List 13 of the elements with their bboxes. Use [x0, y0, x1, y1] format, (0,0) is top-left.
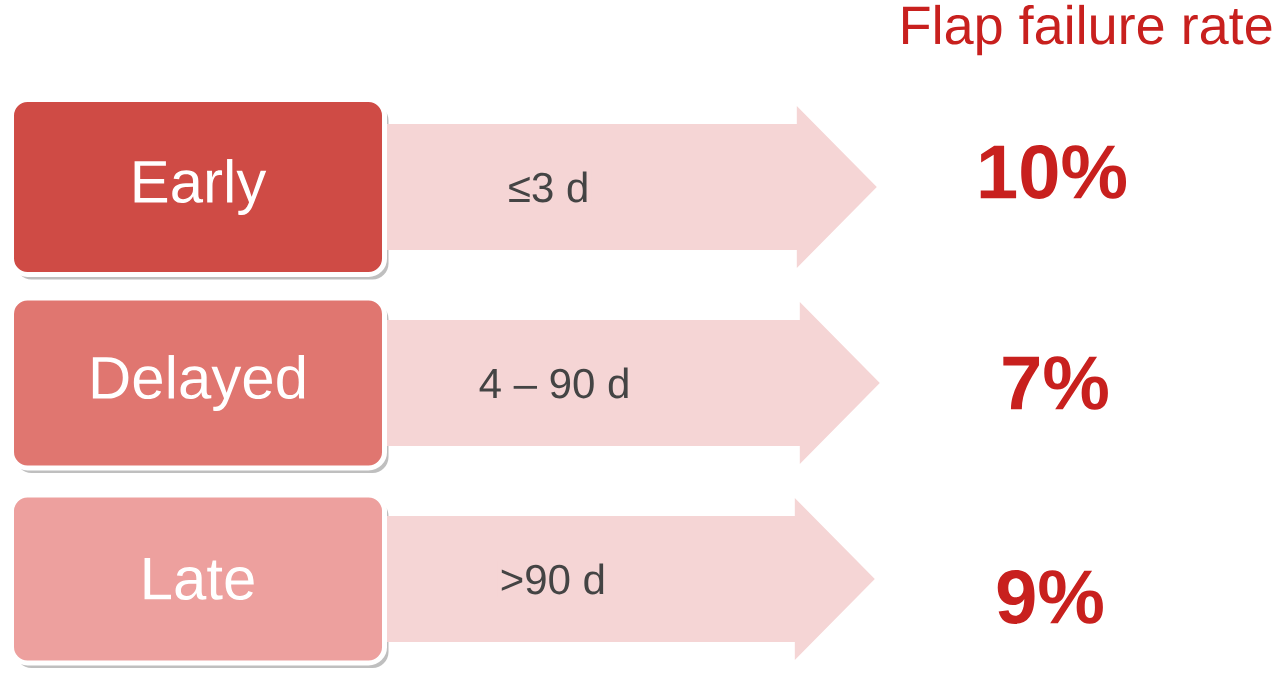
heading: Flap failure rate — [903, 4, 1272, 56]
edge-label: ≤3 d — [505, 169, 592, 205]
edge-label: 4 – 90 d — [476, 365, 633, 401]
stage-box: Late — [9, 492, 389, 668]
edge-label: >90 d — [497, 561, 608, 597]
block-arrow — [387, 302, 880, 464]
percentage-value: 9% — [997, 570, 1103, 624]
percentage-value: 10% — [980, 145, 1127, 199]
stage-box: Early — [9, 97, 389, 280]
block-arrow — [387, 498, 875, 660]
stage-box: Delayed — [9, 295, 389, 473]
percentage-value: 7% — [1003, 356, 1108, 410]
block-arrow — [387, 106, 877, 268]
